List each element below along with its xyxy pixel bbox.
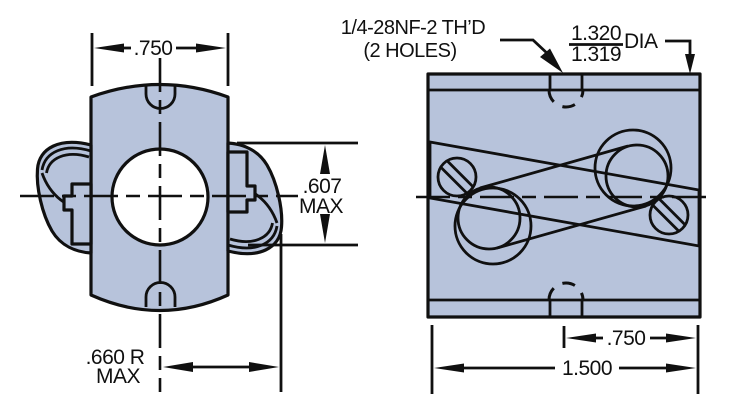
thread-callout: 1/4-28NF-2 TH’D (2 HOLES) xyxy=(341,17,563,73)
arrowhead-right xyxy=(666,363,696,373)
dim-front-width: .750 xyxy=(90,33,230,86)
screw-head-circle xyxy=(436,156,478,198)
slot-end-cap-lower xyxy=(456,185,522,251)
dim-front-radius-text: .660 R xyxy=(86,346,145,369)
leader-arrowhead xyxy=(685,54,695,74)
dim-front-height-qualifier: MAX xyxy=(299,195,344,218)
arrowhead-left xyxy=(434,363,464,373)
arrowhead-right xyxy=(196,43,226,53)
arrowhead-left xyxy=(566,333,596,343)
slot-side-line xyxy=(479,144,629,190)
dim-front-height: .607 MAX xyxy=(237,141,358,247)
hidden-hole-arc-top xyxy=(547,89,585,109)
screw-head-right xyxy=(648,194,690,236)
right-clamp-lever xyxy=(226,141,284,256)
dim-front-radius: .660 R MAX xyxy=(86,234,283,392)
dim-front-height-text: .607 xyxy=(303,175,342,198)
arrowhead-left xyxy=(163,362,193,372)
screw-head-left xyxy=(436,156,478,198)
arrowhead-down xyxy=(320,214,330,243)
screw-slot-line xyxy=(446,159,475,188)
screw-slot-line xyxy=(439,166,468,195)
slot-end-cap-upper xyxy=(604,143,670,209)
side-view: 1/4-28NF-2 TH’D (2 HOLES) 1.320 1.319 DI… xyxy=(341,17,714,394)
dia-suffix-text: DIA xyxy=(624,30,658,53)
dia-lower-text: 1.319 xyxy=(571,43,621,66)
dim-front-radius-qualifier: MAX xyxy=(96,365,141,388)
screw-through-slot xyxy=(428,140,701,248)
dim-side-half-width: .750 xyxy=(562,326,696,350)
leader-line xyxy=(665,39,692,58)
side-body xyxy=(426,72,702,319)
arrowhead-right xyxy=(249,362,279,372)
lever-rim-line-2 xyxy=(229,222,274,243)
leader-arrowhead xyxy=(540,48,563,73)
diameter-callout: 1.320 1.319 DIA xyxy=(569,22,695,74)
arrowhead-left xyxy=(94,43,124,53)
leader-line xyxy=(500,38,550,57)
screw-slot-line xyxy=(658,197,687,226)
screw-head-circle xyxy=(648,194,690,236)
dim-side-half-width-text: .750 xyxy=(607,327,646,350)
thread-callout-line1: 1/4-28NF-2 TH’D xyxy=(341,17,485,39)
dia-upper-text: 1.320 xyxy=(571,22,621,45)
dim-side-full-width-text: 1.500 xyxy=(562,357,612,380)
slot-side-line xyxy=(496,204,647,250)
front-view: .750 .607 MAX .660 R MAX xyxy=(20,33,358,392)
lever-rim-line-1 xyxy=(40,146,92,171)
hidden-hole-arc-bottom xyxy=(547,281,585,301)
screw-slot-line xyxy=(651,204,680,233)
dim-side-full-width: 1.500 xyxy=(430,325,700,394)
dim-front-width-text: .750 xyxy=(134,37,173,60)
left-clamp-lever xyxy=(35,140,93,255)
thread-callout-line2: (2 HOLES) xyxy=(363,40,456,62)
arrowhead-right xyxy=(666,333,696,343)
arrowhead-up xyxy=(320,145,330,174)
lever-clamp-step xyxy=(62,182,93,246)
lever-rim-line-2 xyxy=(45,153,90,174)
